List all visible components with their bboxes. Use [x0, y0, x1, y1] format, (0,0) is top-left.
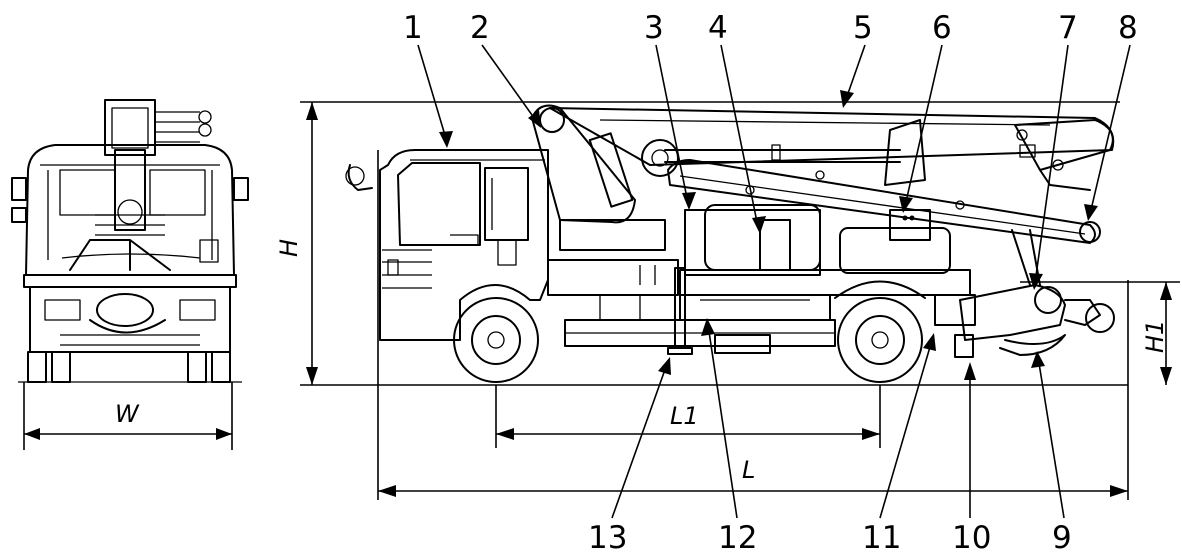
callout-13: 13 — [588, 520, 627, 553]
dimension-label-w: W — [115, 400, 140, 428]
width-dimension: W — [23, 382, 233, 450]
callout-4: 4 — [708, 10, 728, 46]
callout-6: 6 — [932, 10, 952, 46]
callout-8: 8 — [1118, 10, 1138, 46]
callout-7: 7 — [1058, 10, 1078, 46]
front-view — [11, 99, 249, 383]
callout-5: 5 — [853, 10, 873, 46]
callout-3: 3 — [644, 10, 664, 46]
side-view — [345, 104, 1115, 383]
dimension-label-h1: H1 — [1141, 320, 1169, 353]
dimension-labels: H H1 L1 L — [275, 239, 1169, 484]
dimension-lines — [300, 101, 1180, 500]
callout-2: 2 — [470, 10, 490, 46]
dimension-label-l1: L1 — [670, 402, 699, 430]
dimension-label-h: H — [275, 239, 303, 257]
callout-numbers: 1 2 3 4 5 6 7 8 9 10 11 12 13 — [403, 10, 1138, 553]
dimension-label-l: L — [742, 456, 755, 484]
callout-9: 9 — [1052, 520, 1072, 553]
callout-10: 10 — [952, 520, 991, 553]
leader-lines — [417, 44, 1131, 519]
callout-1: 1 — [403, 10, 423, 46]
callout-12: 12 — [718, 520, 757, 553]
callout-11: 11 — [862, 520, 901, 553]
